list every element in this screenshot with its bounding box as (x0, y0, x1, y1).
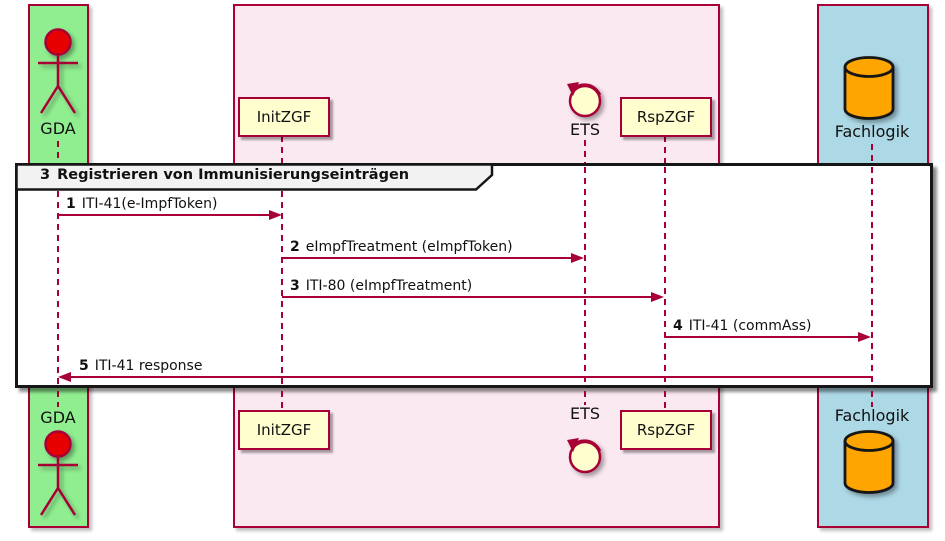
actor-icon (38, 28, 78, 114)
message-3-line (282, 296, 652, 298)
participant-label-ets: ETS (569, 404, 601, 423)
participant-label-gda: GDA (40, 408, 76, 427)
message-1-line (58, 214, 270, 216)
message-5-line (70, 376, 872, 378)
frame-title: 3 Registrieren von Immunisierungseinträge… (40, 167, 409, 183)
database-icon (843, 430, 895, 494)
lifeline-initzgf (281, 191, 283, 386)
participant-label-initzgf: InitZGF (256, 108, 312, 126)
database-icon (843, 56, 895, 120)
lifeline-gda (57, 141, 59, 163)
lifeline-gda (57, 191, 59, 386)
lifeline-rspzgf (664, 136, 666, 163)
message-2-line (282, 257, 572, 259)
message-5-arrowhead (58, 372, 71, 382)
lifeline-ets (584, 140, 586, 163)
lifeline-rspzgf (664, 167, 666, 386)
frame (15, 163, 933, 388)
actor-icon (38, 430, 78, 516)
message-3-arrowhead (651, 292, 664, 302)
participant-label-rspzgf: RspZGF (636, 108, 696, 126)
participant-initzgf: InitZGF (238, 97, 330, 137)
participant-rspzgf: RspZGF (620, 97, 712, 137)
message-4-line (665, 336, 859, 338)
frame-title-text: Registrieren von Immunisierungseinträgen (57, 167, 410, 183)
lifeline-fachlogik (871, 167, 873, 386)
lifeline-gda (57, 391, 59, 407)
message-2-arrowhead (571, 253, 584, 263)
participant-label-fachlogik: Fachlogik (834, 406, 910, 425)
lifeline-rspzgf (664, 391, 666, 409)
lifeline-fachlogik (871, 144, 873, 163)
participant-label-gda: GDA (40, 119, 76, 138)
lifeline-ets (584, 391, 586, 405)
lifeline-initzgf (281, 136, 283, 163)
frame-header (15, 163, 497, 196)
lifeline-initzgf (281, 391, 283, 409)
participant-label-fachlogik: Fachlogik (834, 122, 910, 141)
participant-label-ets: ETS (569, 120, 601, 139)
lifeline-ets (584, 167, 586, 386)
participant-rspzgf: RspZGF (620, 410, 712, 450)
lifeline-fachlogik (871, 391, 873, 407)
participant-label-rspzgf: RspZGF (636, 421, 696, 439)
message-1-arrowhead (269, 210, 282, 220)
control-icon (567, 438, 602, 474)
frame-seq: 3 (40, 167, 51, 183)
participant-label-initzgf: InitZGF (256, 421, 312, 439)
message-4-arrowhead (858, 332, 871, 342)
control-icon (567, 82, 602, 118)
participant-initzgf: InitZGF (238, 410, 330, 450)
